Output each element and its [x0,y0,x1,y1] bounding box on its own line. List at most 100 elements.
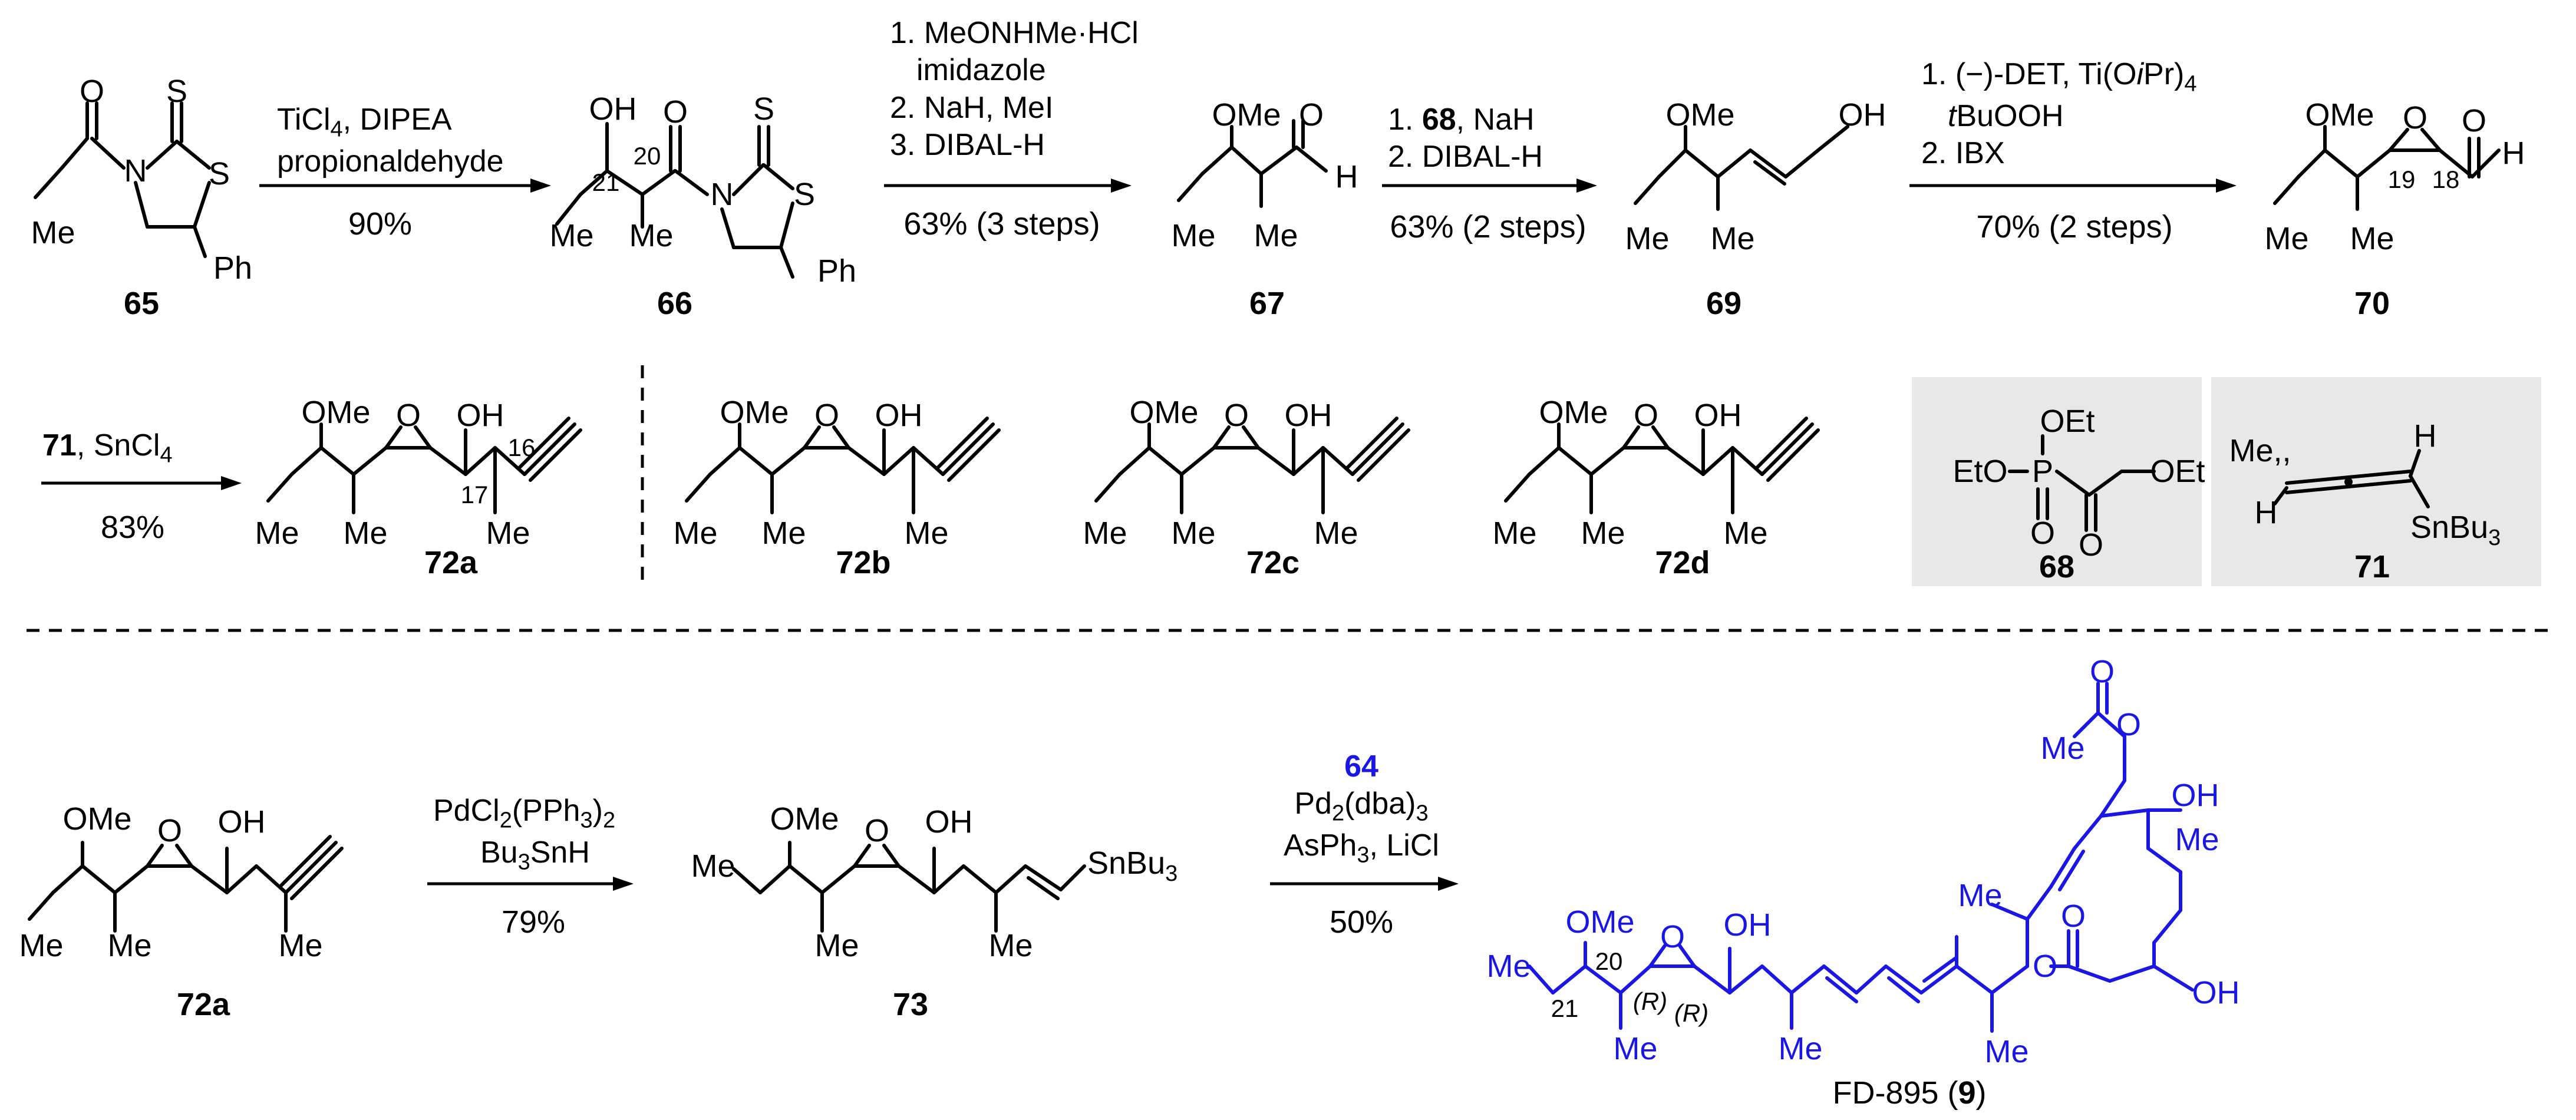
compound-label-66: 66 [657,286,693,321]
compound-72a-bottom-bonds [28,835,344,933]
c72c-Me-left: Me [1083,516,1127,551]
c72a-Me-mid: Me [343,516,388,551]
step2-line4: 3. DIBAL-H [890,128,1045,163]
step2-line3: 2. NaH, MeI [890,90,1054,125]
fd895-Me-top: Me [2175,822,2219,857]
compound-72c-bonds [1094,417,1410,514]
c72b-Me-right: Me [904,516,949,551]
compound-label-69: 69 [1706,286,1742,321]
fd-895-bonds [1528,682,2194,1033]
c72a-bottom-Me-right: Me [278,928,323,963]
c70-Me: Me [2350,221,2394,256]
c67-O: O [1298,97,1324,133]
c73-Me-mid: Me [814,928,859,963]
step4-yield: 70% (2 steps) [1976,209,2173,245]
c70-n19: 19 [2387,166,2416,193]
c72b-epoxide-O: O [814,398,840,433]
step4-conditions: 1. (−)-DET, Ti(OiPr)4 tBuOOH 2. IBX [1921,56,2197,173]
c67-Me: Me [1254,218,1298,253]
c72d-Me-right: Me [1723,516,1768,551]
c72d-Me-mid: Me [1581,516,1625,551]
c65-N: N [124,153,147,189]
step3-line1: 1. 68, NaH [1388,103,1535,137]
c66-OH: OH [589,91,637,127]
c68-EtO: EtO [1952,454,2008,489]
step7-line1: 64 [1344,749,1378,784]
c72b-Me-left: Me [673,516,718,551]
step1-yield: 90% [348,206,413,242]
c65-Me: Me [31,215,75,250]
compound-70-bonds [2273,125,2501,211]
c72a-Me-left: Me [255,516,299,551]
compound-72b-bonds [685,417,1001,514]
step6-conditions: PdCl2(PPh3)2 Bu3SnH [433,792,615,876]
fd895-n21: 21 [1551,995,1579,1022]
c72a-Me-right: Me [486,516,530,551]
step2-line2: imidazole [916,53,1046,88]
compound-67-bonds [1177,119,1328,208]
fd895-n20: 20 [1595,947,1623,975]
compound-72a-bonds [266,417,582,514]
c69-Me-left: Me [1625,221,1670,256]
fd895-acetate-carbonyl-O: O [2089,654,2115,689]
c69-OH: OH [1838,97,1886,133]
c73-SnBu3: SnBu3 [1087,845,1178,886]
step5-conditions: 71, SnCl4 [42,427,173,469]
c72c-OMe: OMe [1129,395,1199,430]
c70-epoxide-O: O [2402,100,2428,136]
c66-Me: Me [629,218,674,253]
step7-conditions: 64 Pd2(dba)3 AsPh3, LiCl [1284,748,1439,869]
fd895-OMe: OMe [1565,904,1635,940]
c73-Me-right: Me [988,928,1033,963]
c72a-epoxide-O: O [395,398,421,433]
c68-P: P [2031,454,2054,489]
step4-line3: 2. IBX [1921,136,2005,171]
c65-S: S [208,156,230,191]
c73-Me-left: Me [691,848,735,884]
compound-label-68: 68 [2039,549,2075,584]
c67-Me-left: Me [1171,218,1216,253]
fd895-R-2: (R) [1674,999,1709,1027]
c72c-OH: OH [1284,398,1332,433]
compound-label-72d: 72d [1655,545,1710,580]
c68-O-P: O [2030,516,2056,551]
c72b-Me-mid: Me [761,516,806,551]
step6-line1: PdCl2(PPh3)2 [433,794,616,833]
c70-OMe: OMe [2305,97,2374,133]
fd895-Me-16: Me [1778,1031,1823,1066]
compound-label-72b: 72b [836,545,891,580]
c72a-bottom-OH: OH [217,804,266,840]
c66-S-thione: S [753,91,775,127]
c73-epoxide-O: O [864,813,890,848]
c65-O: O [79,74,105,109]
fd895-acetate-O: O [2116,707,2142,742]
c70-n18: 18 [2432,166,2460,193]
c69-OMe: OMe [1665,97,1735,133]
compound-66-bonds [555,122,794,279]
step4-line1: 1. (−)-DET, Ti(OiPr)4 [1921,57,2197,97]
step7-line2: Pd2(dba)3 [1294,787,1429,826]
compound-69-bonds [1634,125,1849,211]
fd895-OH-left: OH [1723,907,1772,943]
c72a-bottom-OMe: OMe [62,801,132,837]
fd895-Me-10: Me [1984,1034,2029,1069]
c71-SnBu3: SnBu3 [2410,510,2501,550]
fd895-Me-ring: Me [1958,878,2003,913]
c68-OEt: OEt [2150,454,2205,489]
c69-Me: Me [1710,221,1755,256]
c72c-epoxide-O: O [1223,398,1249,433]
fd895-Me-left: Me [1486,949,1531,984]
step1-conditions: TiCl4, DIPEA propionaldehyde [277,101,504,180]
c66-Me-left: Me [549,218,594,253]
reagent-71-bonds [2273,449,2430,508]
compound-72d-bonds [1504,417,1820,514]
c66-S: S [793,177,816,212]
c70-Me-left: Me [2264,221,2309,256]
c71-Me: Me,, [2229,433,2291,468]
c72a-n16: 16 [507,434,536,461]
c67-OMe: OMe [1212,97,1281,133]
step7-yield: 50% [1329,904,1394,940]
c72a-bottom-Me-left: Me [19,928,64,963]
